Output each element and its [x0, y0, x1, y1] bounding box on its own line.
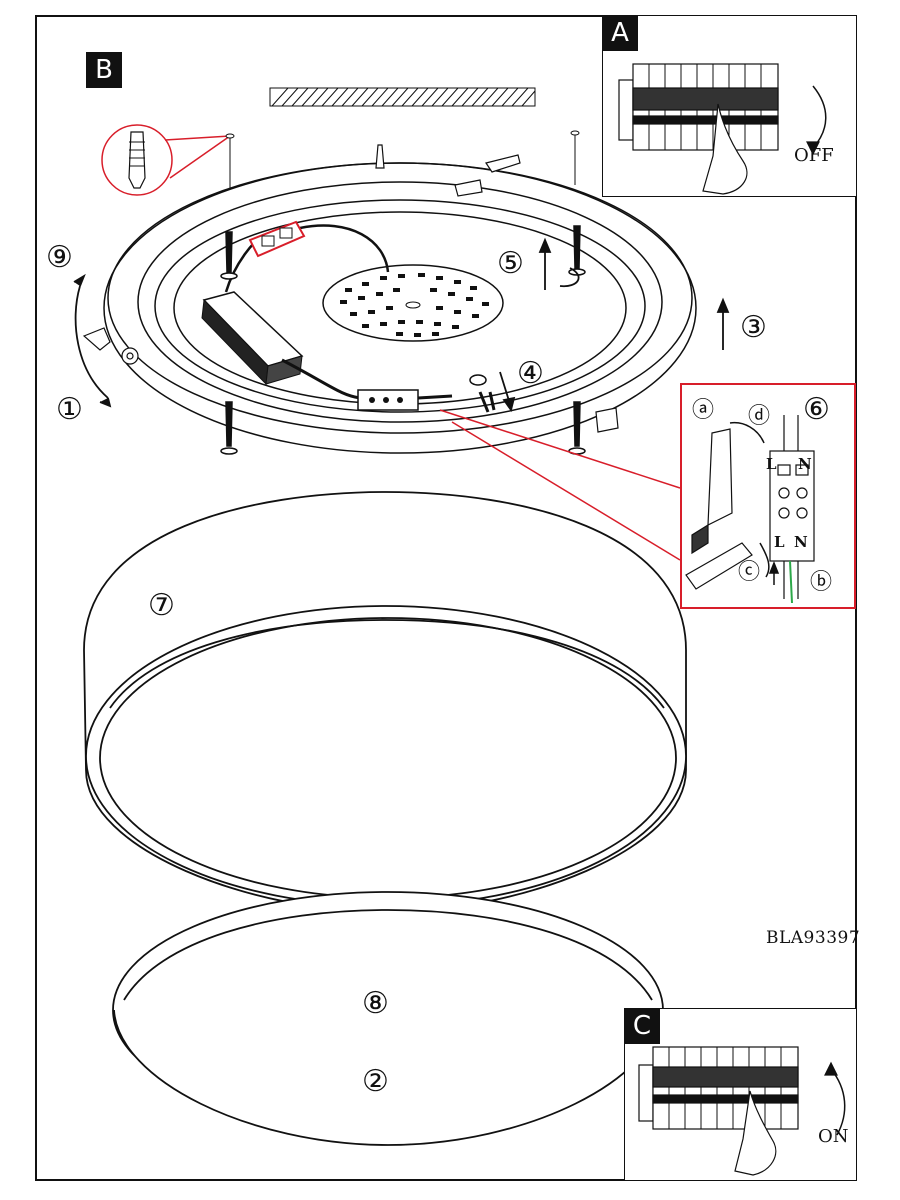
detail-callout-lines	[439, 409, 681, 561]
detail-label-d: ⓓ	[748, 404, 771, 429]
base-clips	[82, 144, 619, 433]
ceiling-hatch	[269, 87, 536, 107]
step-3-label: ③	[740, 310, 767, 345]
panel-a-badge: A	[602, 15, 638, 51]
breaker-on-drawing	[638, 1046, 846, 1176]
step-7-label: ⑦	[148, 588, 175, 623]
step-9-label: ⑨	[46, 240, 73, 275]
step-5-label: ⑤	[497, 246, 524, 281]
diffuser-cover	[112, 891, 664, 1146]
base-terminal-block	[357, 389, 453, 411]
diagram-frame	[35, 15, 857, 1181]
detail-label-b: ⓑ	[810, 570, 833, 595]
terminal-top-l: L	[766, 455, 777, 473]
switch-off-label: OFF	[794, 145, 834, 166]
step-8-label: ⑧	[362, 986, 389, 1021]
terminal-detail-panel: L N L N	[680, 383, 856, 609]
step-1-label: ①	[56, 392, 83, 427]
lamp-shade	[83, 491, 687, 913]
step-2-label: ②	[362, 1064, 389, 1099]
terminal-bottom-n: N	[794, 533, 808, 551]
panel-c-badge: C	[624, 1008, 660, 1044]
panel-c	[624, 1008, 857, 1181]
detail-label-a: ⓐ	[692, 398, 715, 423]
terminal-detail-drawing	[685, 415, 815, 604]
terminal-top-n: N	[798, 455, 812, 473]
terminal-bottom-l: L	[774, 533, 785, 551]
breaker-off-drawing	[618, 63, 827, 195]
led-module	[322, 264, 504, 342]
model-code: BLA93397	[766, 928, 861, 948]
step-6-label: ⑥	[803, 392, 830, 427]
red-wire-connector	[248, 220, 306, 258]
ceiling-drill-holes	[229, 130, 580, 190]
cable-entry	[469, 374, 496, 413]
panel-b-badge: B	[86, 52, 122, 88]
detail-label-c: ⓒ	[738, 560, 761, 585]
switch-on-label: ON	[818, 1126, 849, 1147]
led-driver	[201, 224, 390, 400]
step-4-label: ④	[517, 356, 544, 391]
panel-a	[602, 15, 857, 197]
wall-plug-callout	[101, 124, 235, 196]
